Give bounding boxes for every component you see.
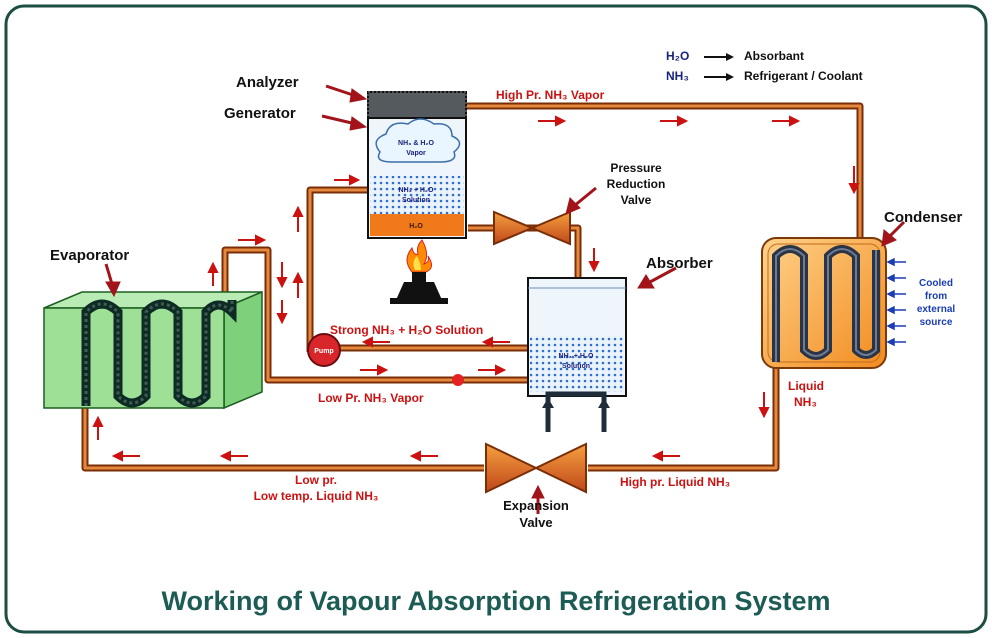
absorber-label: Absorber <box>646 255 713 272</box>
legend-refrigerant-label: Refrigerant / Coolant <box>744 69 863 83</box>
evaporator-label: Evaporator <box>50 247 129 264</box>
absorber-solution-label-1: NH₃ + H₂O <box>559 353 594 360</box>
flow-marker <box>452 374 464 386</box>
analyzer-label: Analyzer <box>236 74 299 91</box>
generator-vapor-label-1: NH₃ & H₂O <box>398 140 434 147</box>
absorber-solution <box>530 336 624 392</box>
evaporator-unit <box>43 290 263 410</box>
pressure-valve-label-1: Pressure <box>610 161 662 175</box>
burner <box>390 239 448 304</box>
pump-label: Pump <box>314 348 333 355</box>
generator-water-layer <box>370 214 464 236</box>
low-pr-label-2: Low temp. Liquid NH₃ <box>254 489 379 503</box>
generator-label: Generator <box>224 105 296 122</box>
pointer-arrows <box>104 84 906 514</box>
legend-absorbant-label: Absorbant <box>744 49 804 63</box>
cooling-note-2: from <box>925 291 947 302</box>
arrow-right-icon <box>726 53 734 61</box>
pressure-reduction-valve <box>493 210 571 246</box>
generator-solution <box>370 176 464 214</box>
legend-absorbant-formula: H₂O <box>666 49 689 63</box>
legend: H₂O Absorbant NH₃ Refrigerant / Coolant <box>666 49 863 83</box>
generator-vapor-label-2: Vapor <box>406 150 426 157</box>
condenser-label: Condenser <box>884 209 963 226</box>
generator-unit <box>367 91 467 304</box>
expansion-valve-label-2: Valve <box>519 515 552 530</box>
pressure-valve-label-3: Valve <box>621 193 652 207</box>
high-pr-liquid-label: High pr. Liquid NH₃ <box>620 475 730 489</box>
condenser-unit <box>761 237 906 369</box>
cooling-note-1: Cooled <box>919 278 953 289</box>
absorber-cooling-coil <box>545 391 607 432</box>
cooling-note-3: external <box>917 304 956 315</box>
high-pr-vapor-label: High Pr. NH₃ Vapor <box>496 88 605 102</box>
cooling-note-4: source <box>920 317 953 328</box>
absorber-solution-label-2: Solution <box>562 363 590 370</box>
generator-water-label: H₂O <box>409 223 423 230</box>
pipe-network <box>81 102 864 472</box>
pump: Pump <box>307 333 341 367</box>
generator-solution-label-1: NH₃ + H₂O <box>399 187 434 194</box>
absorber-unit <box>527 277 627 432</box>
vapor-cloud <box>375 118 461 163</box>
flame-icon <box>406 239 432 273</box>
strong-solution-label: Strong NH₃ + H₂O Solution <box>330 323 483 337</box>
liquid-nh3-label-2: NH₃ <box>794 395 817 409</box>
liquid-nh3-label-1: Liquid <box>788 379 824 393</box>
low-pr-label-1: Low pr. <box>295 473 337 487</box>
expansion-valve <box>485 442 587 494</box>
analyzer-block <box>367 91 467 119</box>
diagram-title: Working of Vapour Absorption Refrigerati… <box>161 586 830 616</box>
generator-solution-label-2: Solution <box>402 197 430 204</box>
legend-refrigerant-formula: NH₃ <box>666 69 689 83</box>
pressure-valve-label-2: Reduction <box>607 177 666 191</box>
arrow-right-icon <box>726 73 734 81</box>
flow-arrows <box>92 115 860 462</box>
diagram-frame <box>4 4 988 634</box>
expansion-valve-label-1: Expansion <box>503 498 569 513</box>
low-pr-vapor-label: Low Pr. NH₃ Vapor <box>318 391 424 405</box>
